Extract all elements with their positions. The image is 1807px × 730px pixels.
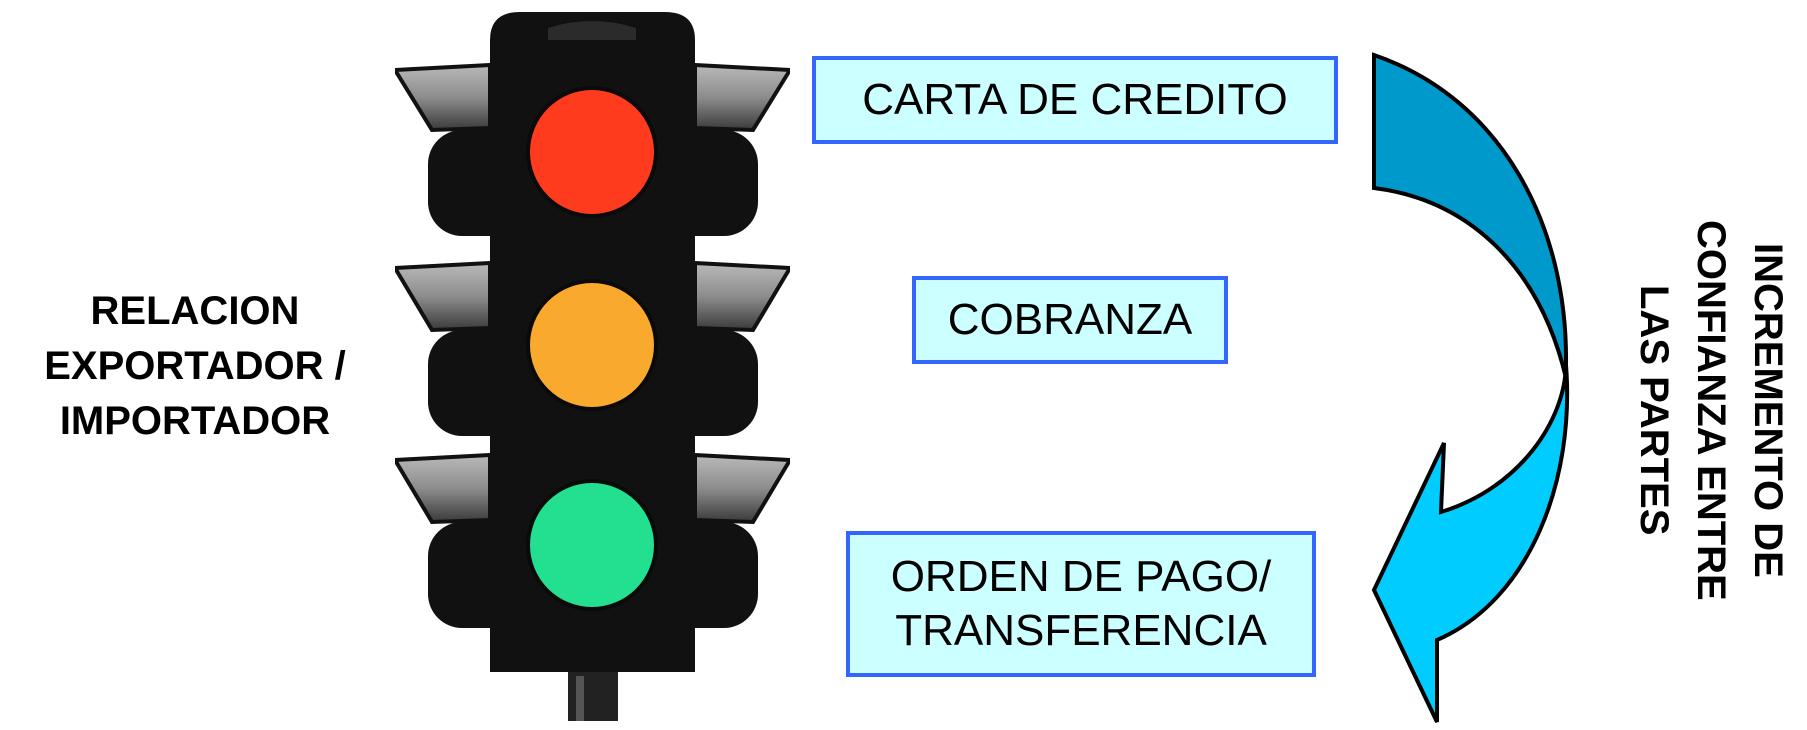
orden-de-pago-label-line: TRANSFERENCIA	[895, 606, 1267, 655]
traffic-light-lamps	[526, 86, 658, 611]
cobranza-box: COBRANZA	[912, 276, 1228, 364]
red-light-icon	[526, 86, 658, 218]
relacion-label: RELACION EXPORTADOR / IMPORTADOR	[0, 284, 390, 449]
carta-de-credito-label: CARTA DE CREDITO	[862, 75, 1288, 124]
traffic-light-icon	[395, 12, 790, 721]
orden-de-pago-label-line: ORDEN DE PAGO/	[890, 552, 1272, 601]
curved-arrow-upper-band	[1372, 52, 1569, 379]
incremento-confianza-line: LAS PARTES	[1632, 284, 1676, 536]
cobranza-label: COBRANZA	[947, 295, 1193, 344]
amber-light-icon	[526, 279, 658, 411]
relacion-label-line: EXPORTADOR /	[44, 344, 346, 388]
green-light-icon	[526, 479, 658, 611]
curved-arrow-icon	[1371, 52, 1570, 723]
relacion-label-line: RELACION	[90, 289, 300, 333]
orden-de-pago-box: ORDEN DE PAGO/ TRANSFERENCIA	[846, 531, 1316, 677]
incremento-confianza-line: CONFIANZA ENTRE	[1689, 219, 1733, 601]
carta-de-credito-box: CARTA DE CREDITO	[812, 56, 1338, 144]
relacion-label-line: IMPORTADOR	[59, 399, 331, 443]
incremento-confianza-line: INCREMENTO DE	[1746, 242, 1790, 578]
incremento-confianza-label: INCREMENTO DE CONFIANZA ENTRE LAS PARTES	[1632, 190, 1796, 630]
traffic-light-pole	[568, 672, 618, 721]
curved-arrow-lower-band	[1371, 364, 1570, 723]
